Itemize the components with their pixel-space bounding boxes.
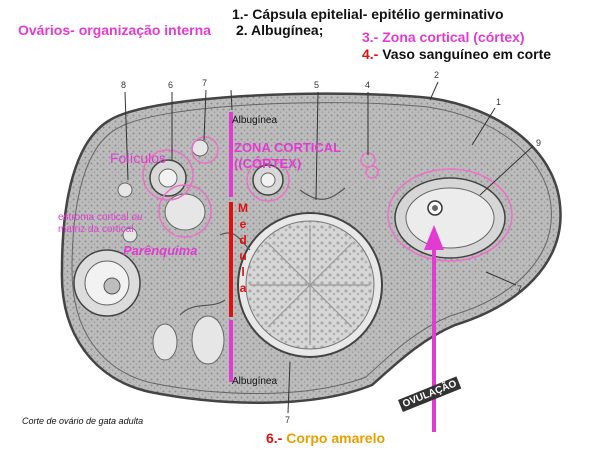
medula-label: M e d u l a	[238, 201, 248, 295]
number-leaders	[124, 81, 534, 414]
follicle-top-mid	[252, 164, 284, 196]
albuginea-bar-top	[229, 112, 233, 197]
foliculos-label: Folículos	[110, 150, 167, 166]
estroma-label: estroma cortical ou matriz da cortical	[58, 212, 142, 236]
legend-4: 4.- Vaso sanguíneo em corte	[362, 46, 551, 62]
legend-2: 2. Albugínea;	[236, 22, 324, 38]
ovulation-arrow	[424, 225, 444, 432]
parenquima-label: Parênquima	[123, 243, 198, 258]
number-9: 9	[536, 138, 542, 148]
legend-3: 3.- Zona cortical (córtex)	[362, 29, 525, 45]
corpus-luteum	[237, 212, 383, 358]
number-8: 8	[121, 80, 127, 90]
albuginea-label-bottom: Albugínea	[232, 376, 278, 387]
follicle-large-left	[73, 249, 141, 317]
medula-bar	[229, 202, 233, 317]
estroma-text-a: estroma cortical	[58, 212, 129, 223]
zona-cortical-label: ZONA CORTICAL ((CÓRTEX)	[234, 140, 341, 171]
legend-6-text: Corpo amarelo	[286, 430, 386, 446]
number-4: 5	[314, 80, 320, 90]
number-1: 1	[496, 97, 502, 107]
blood-vessels	[179, 187, 346, 316]
number-3: 4	[365, 80, 371, 90]
number-7-right: 7	[517, 284, 523, 294]
page-title: Ovários- organização interna	[18, 22, 211, 38]
legend-6-number: 6.-	[266, 430, 283, 446]
number-2: 2	[434, 70, 440, 80]
estroma-ou: ou	[131, 212, 143, 223]
legend-4-number: 4.-	[362, 46, 379, 62]
follicle-mature-right	[394, 177, 506, 259]
estroma-text-b: matriz da cortical	[58, 224, 134, 235]
albuginea-bar-bottom	[229, 320, 233, 382]
legend-4-text: Vaso sanguíneo em corte	[382, 46, 552, 62]
albuginea-label-top: Albugínea	[232, 115, 278, 126]
legend-6: 6.- Corpo amarelo	[266, 430, 385, 446]
number-5: 6	[168, 80, 174, 90]
follicle-small	[117, 139, 225, 365]
legend-1: 1.- Cápsula epitelial- epitélio germinat…	[232, 6, 504, 22]
number-6: 7	[285, 415, 291, 425]
follicle-top-left	[149, 159, 187, 197]
figure-caption: Corte de ovário de gata adulta	[22, 416, 144, 426]
number-7-top: 7	[202, 78, 208, 88]
highlight-circles	[142, 136, 513, 262]
